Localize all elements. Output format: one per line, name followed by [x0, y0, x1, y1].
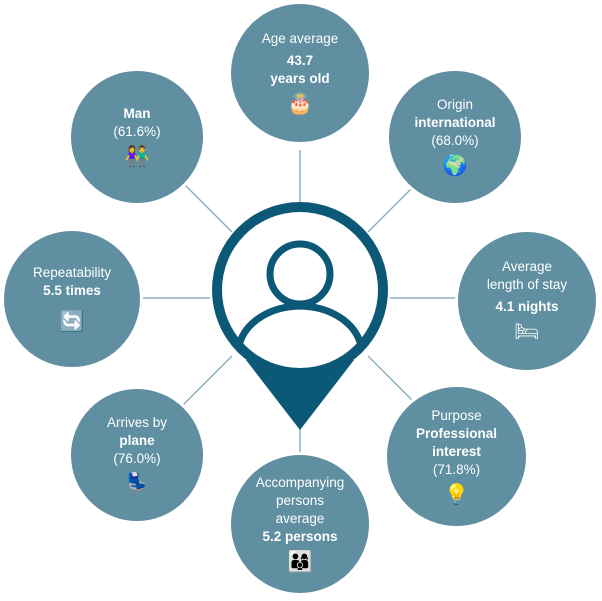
node-length-of-stay: Average length of stay 4.1 nights 🛏: [455, 229, 599, 373]
stay-label-2: length of stay: [486, 277, 568, 292]
purpose-percent: (71.8%): [432, 461, 481, 477]
age-value: 43.7: [286, 53, 314, 68]
node-purpose: Purpose Professional interest (71.8%) 💡: [384, 384, 529, 529]
people-icon: 👨‍👩‍👦: [287, 551, 313, 573]
repeat-label: Repeatability: [32, 265, 112, 280]
node-accompanying-persons: Accompanying persons average 5.2 persons…: [228, 452, 372, 596]
arrives-percent: (76.0%): [113, 451, 161, 466]
accompanying-label-2: persons: [275, 493, 325, 508]
purpose-label: Purpose: [431, 407, 482, 423]
arrives-label: Arrives by: [106, 415, 167, 430]
bed-icon: 🛏: [514, 321, 540, 343]
airplane-seat-icon: 💺: [124, 473, 150, 495]
age-label: Age average: [261, 31, 339, 46]
purpose-value-2: interest: [432, 443, 481, 459]
lightbulb-icon: 💡: [444, 483, 469, 506]
connector-arrives: [181, 355, 233, 407]
connector-purpose: [367, 355, 419, 407]
origin-value: international: [414, 115, 496, 130]
couple-icon: 👫: [124, 146, 150, 168]
user-icon: [236, 240, 364, 346]
node-arrives-by: Arrives by plane (76.0%) 💺: [68, 386, 206, 524]
connector-gender: [181, 181, 233, 233]
age-unit: years old: [270, 71, 330, 86]
stay-label: Average: [501, 259, 553, 274]
node-gender: Man (61.6%) 👫: [68, 68, 206, 206]
stay-value: 4.1 nights: [495, 299, 559, 314]
location-pin-icon: [212, 202, 388, 430]
repeat-value: 5.5 times: [43, 283, 101, 298]
globe-icon: 🌍: [442, 155, 468, 177]
purpose-value: Professional: [415, 425, 498, 441]
origin-label: Origin: [436, 97, 473, 112]
connector-origin: [367, 181, 419, 233]
gender-percent: (61.6%): [113, 124, 161, 139]
origin-percent: (68.0%): [431, 133, 479, 148]
accompanying-label-3: average: [275, 511, 325, 526]
node-age-average: Age average 43.7 years old 🎂: [228, 1, 372, 145]
gender-label: Man: [123, 106, 151, 121]
node-origin: Origin international (68.0%) 🌍: [386, 68, 524, 206]
arrives-value: plane: [119, 433, 155, 448]
repeat-icon: 🔄: [59, 311, 85, 333]
accompanying-value: 5.2 persons: [262, 529, 338, 544]
cake-icon: 🎂: [287, 93, 313, 115]
node-repeatability: Repeatability 5.5 times 🔄: [1, 228, 143, 370]
accompanying-label: Accompanying: [255, 475, 345, 490]
